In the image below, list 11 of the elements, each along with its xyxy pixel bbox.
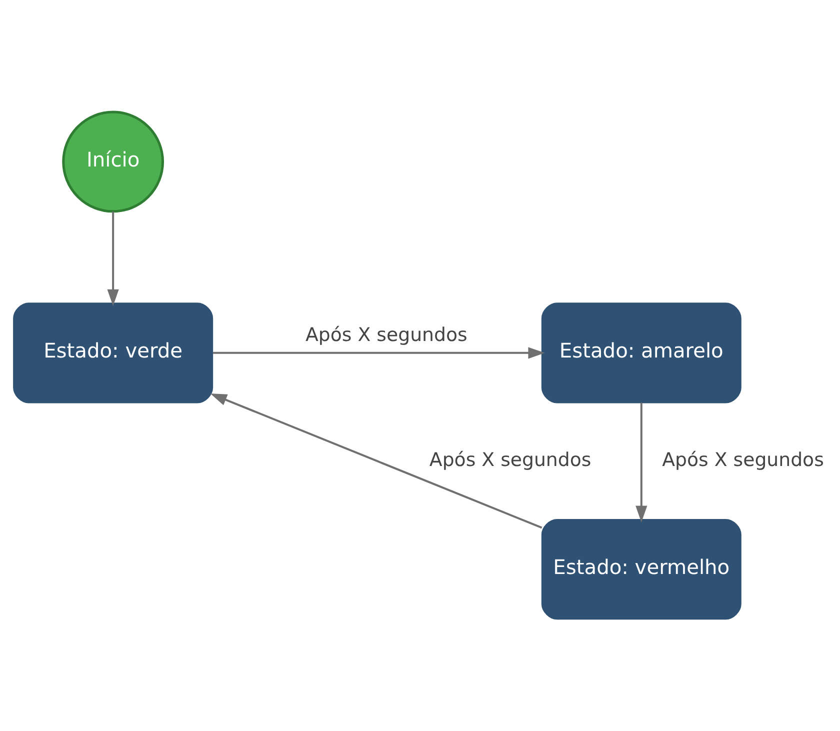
arrow — [210, 394, 542, 529]
arrow — [107, 212, 119, 306]
node-box: Estado: verde — [13, 302, 214, 404]
node-box: Estado: amarelo — [541, 302, 742, 404]
arrow — [636, 402, 648, 522]
edge-label: Após X segundos — [662, 449, 824, 472]
node-circle: Início — [62, 110, 164, 213]
edge-label: Após X segundos — [306, 324, 468, 346]
arrow — [213, 347, 545, 359]
node-box: Estado: vermelho — [541, 518, 742, 620]
edge-label: Após X segundos — [429, 449, 592, 472]
